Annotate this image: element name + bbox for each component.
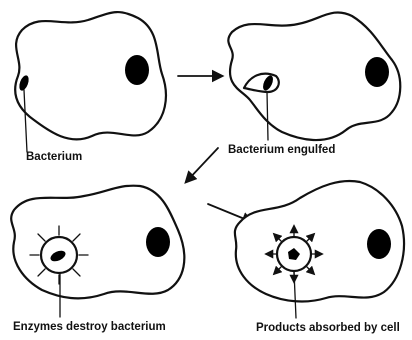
stage-2-cell [228,12,400,140]
stage-4-cell [235,181,404,318]
stage-1-cell [15,12,166,152]
arrow-stage2-to-stage3 [186,148,218,182]
nucleus [146,227,170,257]
nucleus [125,55,149,85]
label-bacterium: Bacterium [26,151,82,163]
nucleus [365,57,389,87]
label-products-absorbed: Products absorbed by cell [256,322,400,334]
label-bacterium-engulfed: Bacterium engulfed [228,144,335,156]
stage-3-cell [11,186,184,317]
label-enzymes-destroy: Enzymes destroy bacterium [13,321,166,333]
nucleus [367,229,391,259]
